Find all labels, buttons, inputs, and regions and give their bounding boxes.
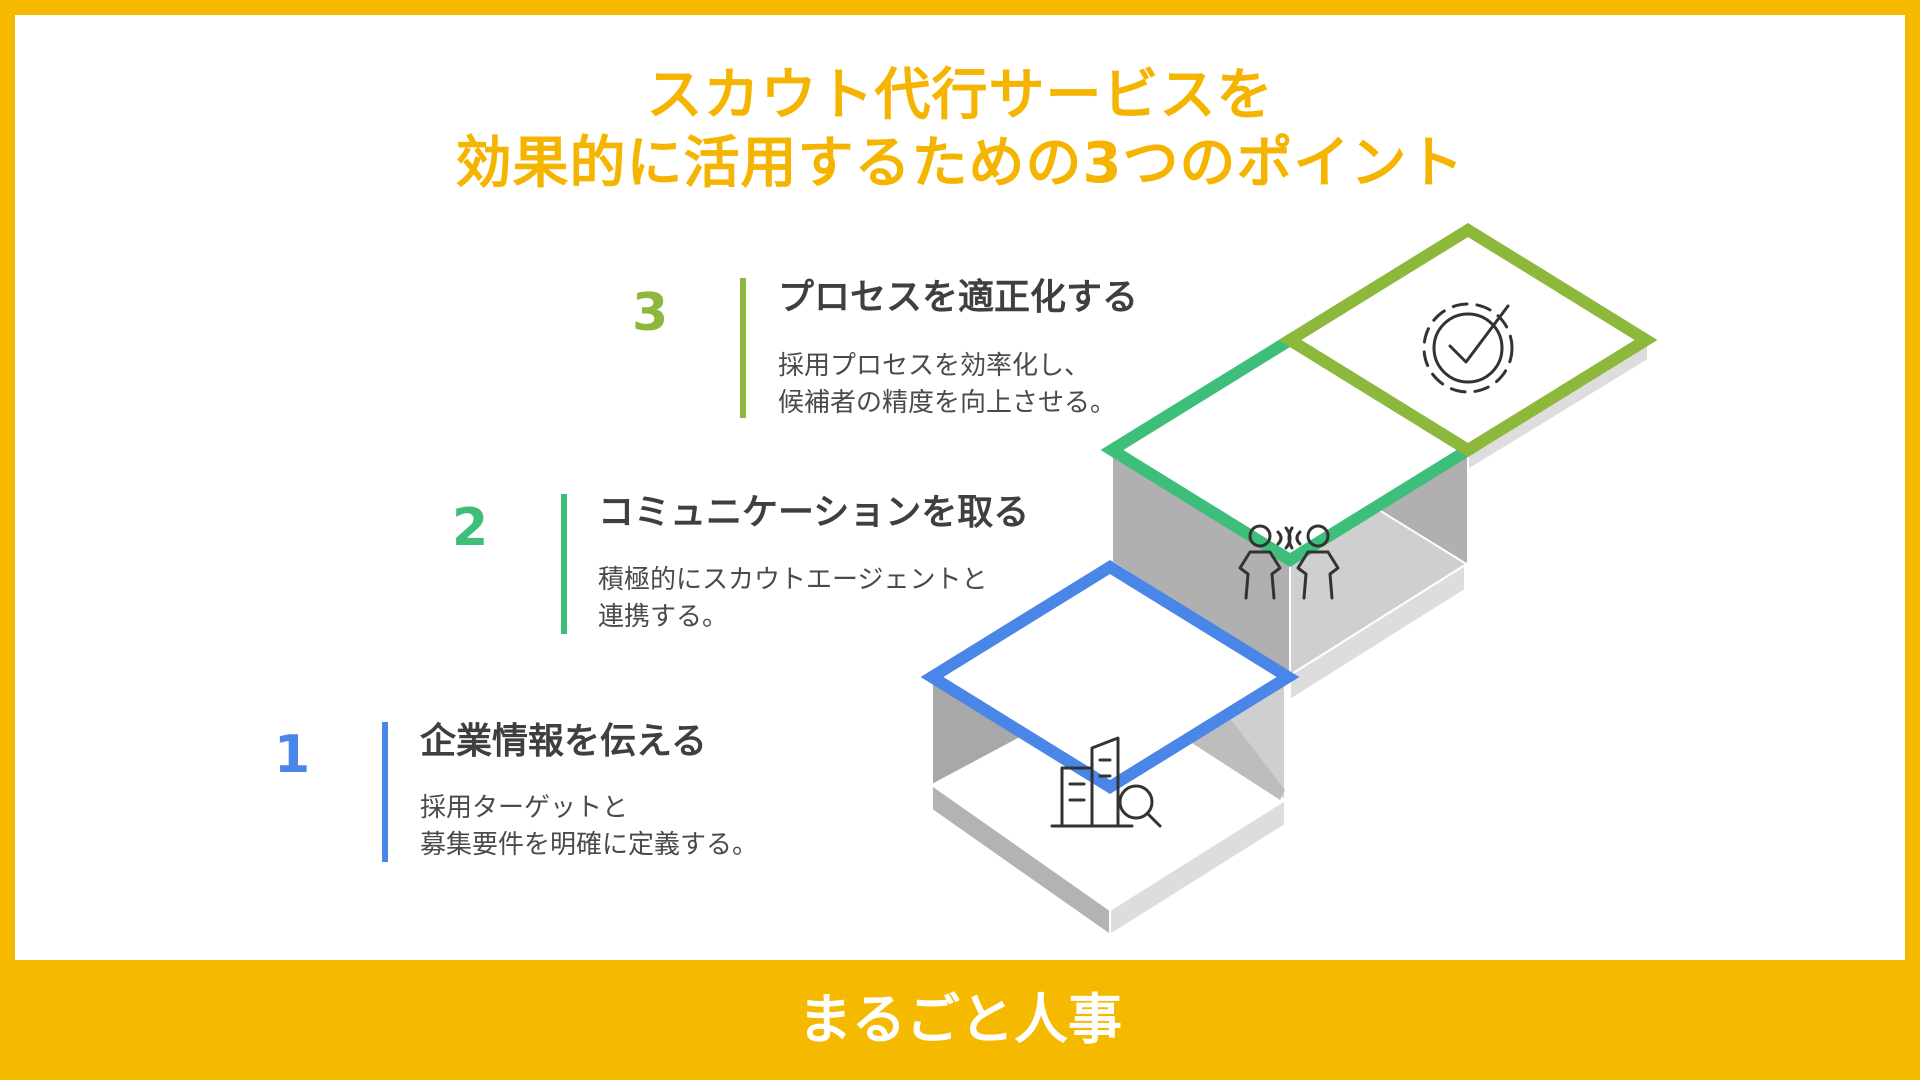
step-1-top — [920, 559, 1300, 795]
step-3-description-line-1: 採用プロセスを効率化し、 — [778, 351, 1091, 381]
step-2-heading: コミュニケーションを取る — [598, 492, 1030, 533]
footer-brand: まるごと人事 — [798, 988, 1122, 1051]
step-3-number: 3 — [632, 283, 669, 343]
step-3-description: 採用プロセスを効率化し、 候補者の精度を向上させる。 — [778, 348, 1116, 422]
step-1-block-front-face — [1109, 798, 1286, 937]
step-1-description-line-2: 募集要件を明確に定義する。 — [420, 830, 759, 860]
step-1-accent-bar — [382, 722, 388, 862]
building-search-icon — [1050, 736, 1162, 828]
step-2-description-line-1: 積極的にスカウトエージェントと — [598, 565, 988, 595]
step-1-description: 採用ターゲットと 募集要件を明確に定義する。 — [420, 790, 758, 864]
step-2-accent-bar — [561, 494, 567, 634]
step-2-description-line-2: 連携する。 — [598, 602, 729, 632]
step-3-top — [1278, 222, 1658, 458]
step-1-block-left-face — [931, 783, 1111, 937]
step-3-heading: プロセスを適正化する — [778, 277, 1139, 318]
step-2-number: 2 — [452, 498, 489, 558]
gear-check-icon — [1422, 302, 1514, 394]
step-1-heading: 企業情報を伝える — [420, 721, 707, 762]
page-title: スカウト代行サービスを 効果的に活用するための3つのポイント — [0, 62, 1920, 198]
step-1-number: 1 — [274, 725, 311, 785]
content-panel — [15, 15, 1905, 960]
step-1-description-line-1: 採用ターゲットと — [420, 793, 629, 823]
step-3-description-line-2: 候補者の精度を向上させる。 — [778, 388, 1117, 418]
title-line-2: 効果的に活用するための3つのポイント — [455, 131, 1465, 196]
step-3-accent-bar — [740, 278, 746, 418]
two-people-talking-icon — [1238, 524, 1340, 600]
step-2-description: 積極的にスカウトエージェントと 連携する。 — [598, 562, 987, 636]
title-line-1: スカウト代行サービスを — [646, 63, 1274, 128]
